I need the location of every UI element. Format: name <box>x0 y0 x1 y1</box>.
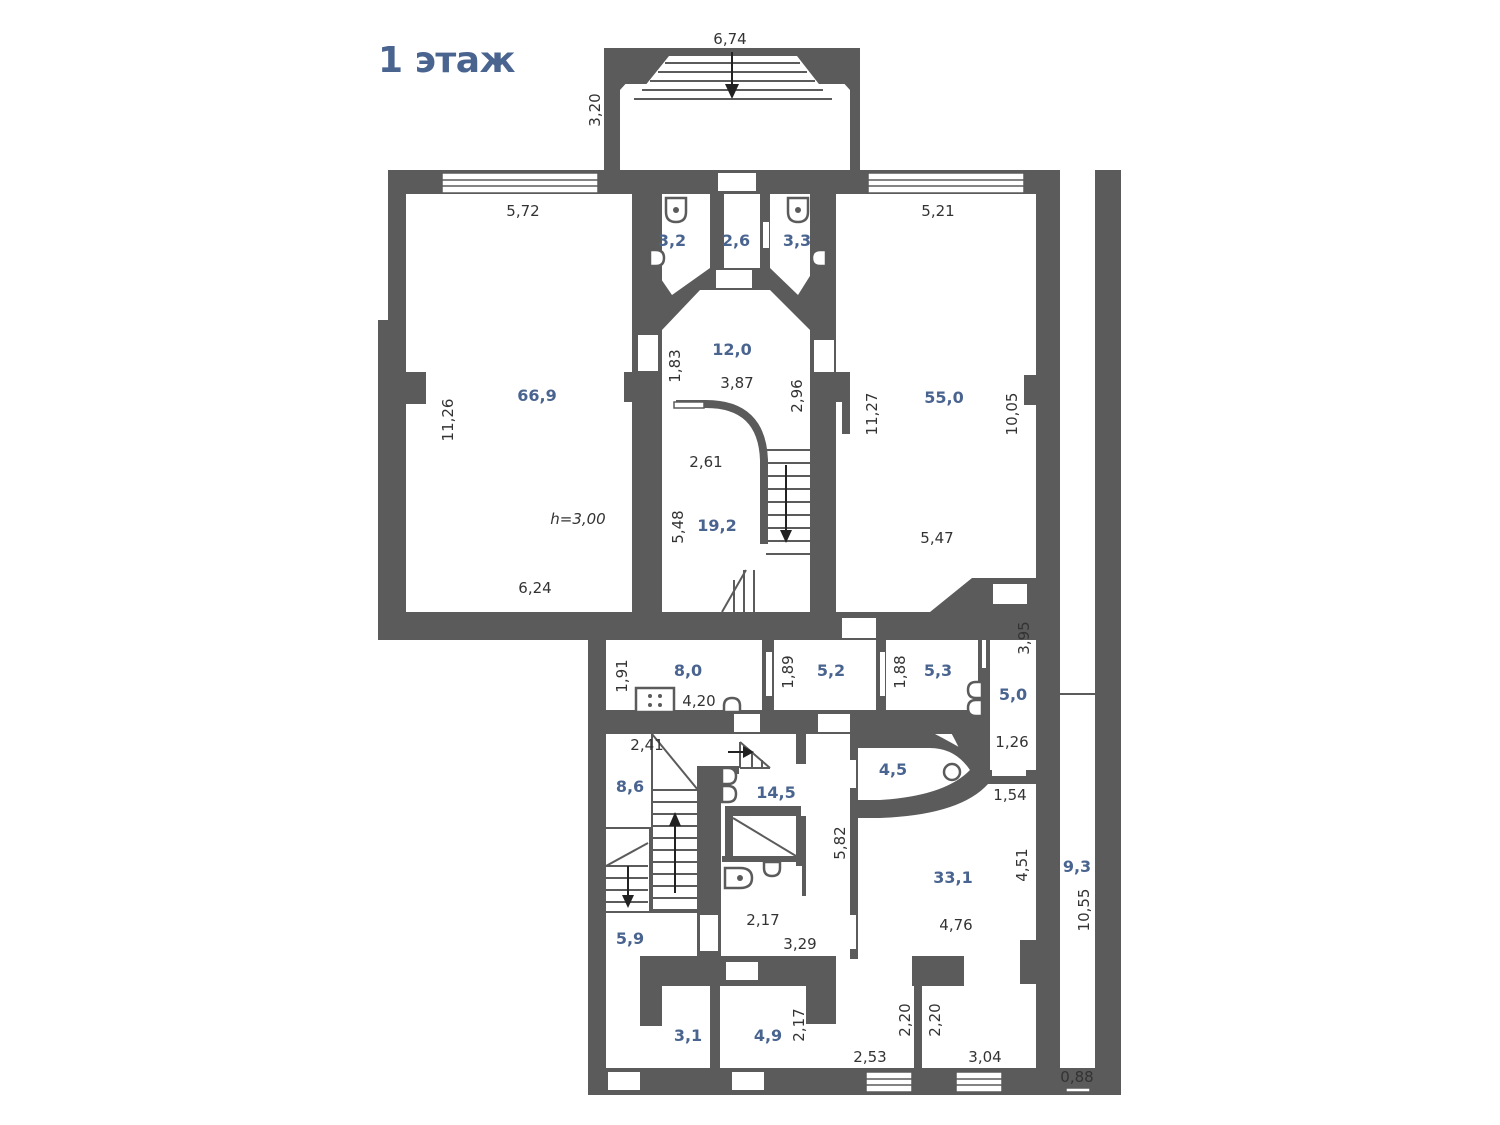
shower-icon <box>732 816 797 857</box>
dimension-label: 3,87 <box>720 374 753 392</box>
stair-lower-icon <box>605 733 771 913</box>
dimension-label: 6,24 <box>518 579 551 597</box>
windows <box>441 172 1091 1093</box>
sink-icon <box>966 698 984 718</box>
area-label: 3,1 <box>674 1026 702 1045</box>
sink-icon <box>942 762 962 782</box>
dimension-label: 11,27 <box>863 393 881 436</box>
area-label: 14,5 <box>756 783 795 802</box>
window-top-left <box>441 172 599 194</box>
fixtures <box>634 196 984 890</box>
dimension-label: 1,26 <box>995 733 1028 751</box>
window-bottom-1 <box>865 1071 913 1093</box>
area-label: 5,9 <box>616 929 644 948</box>
dimension-label: 2,20 <box>926 1003 944 1036</box>
area-label: 12,0 <box>712 340 751 359</box>
area-label: 33,1 <box>933 868 972 887</box>
area-label: 2,6 <box>722 231 750 250</box>
dimension-label: 5,72 <box>506 202 539 220</box>
area-label: 5,3 <box>924 661 952 680</box>
dimension-label: 3,29 <box>783 935 816 953</box>
dimension-label: 5,47 <box>920 529 953 547</box>
dimension-label: 2,17 <box>790 1008 808 1041</box>
dimension-label: 5,82 <box>831 826 849 859</box>
dimension-label: 1,54 <box>993 786 1026 804</box>
dimension-label: 4,76 <box>939 916 972 934</box>
window-bottom-2 <box>955 1071 1003 1093</box>
dimension-label: 4,20 <box>682 692 715 710</box>
area-label: 4,9 <box>754 1026 782 1045</box>
area-label: 8,6 <box>616 777 644 796</box>
floor-title: 1 этаж <box>378 40 515 81</box>
toilet-icon <box>786 196 810 224</box>
dimension-label: 3,04 <box>968 1048 1001 1066</box>
dimension-label: 3,95 <box>1015 621 1033 654</box>
dimension-label: 3,20 <box>586 93 604 126</box>
area-labels: 66,9 3,2 2,6 3,3 12,0 19,2 55,0 8,0 5,2 … <box>517 231 1091 1045</box>
dimension-label: 2,41 <box>630 736 663 754</box>
toilet-icon <box>723 866 754 890</box>
sink-icon <box>810 248 828 268</box>
dimension-label: 5,21 <box>921 202 954 220</box>
dimension-label: 10,55 <box>1075 889 1093 932</box>
sink-icon <box>762 860 782 878</box>
dimension-label: 10,05 <box>1003 393 1021 436</box>
dimension-label: 1,89 <box>779 655 797 688</box>
area-label: 3,3 <box>783 231 811 250</box>
dimension-label: 2,96 <box>788 379 806 412</box>
dimension-label: 2,53 <box>853 1048 886 1066</box>
area-label: 19,2 <box>697 516 736 535</box>
dimension-label: 11,26 <box>439 399 457 442</box>
dimension-label: 1,91 <box>613 659 631 692</box>
sink-icon <box>722 696 742 714</box>
toilet-icon <box>664 196 688 224</box>
window-top-right <box>867 172 1025 194</box>
doors <box>608 173 1027 1090</box>
dimension-label: 2,61 <box>689 453 722 471</box>
dimension-label: 1,88 <box>891 655 909 688</box>
walls <box>378 170 1121 1095</box>
sink-icon <box>720 766 738 786</box>
sink-icon <box>966 680 984 700</box>
sink-icon <box>648 248 666 268</box>
porch <box>604 48 860 170</box>
stove-icon <box>634 686 676 714</box>
arrow-down-icon <box>725 52 739 99</box>
area-label: 9,3 <box>1063 857 1091 876</box>
area-label: 5,0 <box>999 685 1027 704</box>
stair-curved-icon <box>673 400 810 613</box>
dimension-label: 2,17 <box>746 911 779 929</box>
area-label: 8,0 <box>674 661 702 680</box>
area-label: 66,9 <box>517 386 556 405</box>
dimension-label: 0,88 <box>1060 1068 1093 1086</box>
area-label: 5,2 <box>817 661 845 680</box>
dimension-label: 1,83 <box>666 349 684 382</box>
dimension-label: 6,74 <box>713 30 746 48</box>
area-label: 55,0 <box>924 388 963 407</box>
dimension-label: 4,51 <box>1013 848 1031 881</box>
dimension-label: 5,48 <box>669 510 687 543</box>
area-label: 3,2 <box>658 231 686 250</box>
sink-icon <box>720 784 738 804</box>
dimension-labels: 6,74 3,20 5,72 11,26 6,24 h=3,00 1,83 3,… <box>439 30 1094 1086</box>
ceiling-height-label: h=3,00 <box>550 510 605 528</box>
dimension-label: 2,20 <box>896 1003 914 1036</box>
area-label: 4,5 <box>879 760 907 779</box>
